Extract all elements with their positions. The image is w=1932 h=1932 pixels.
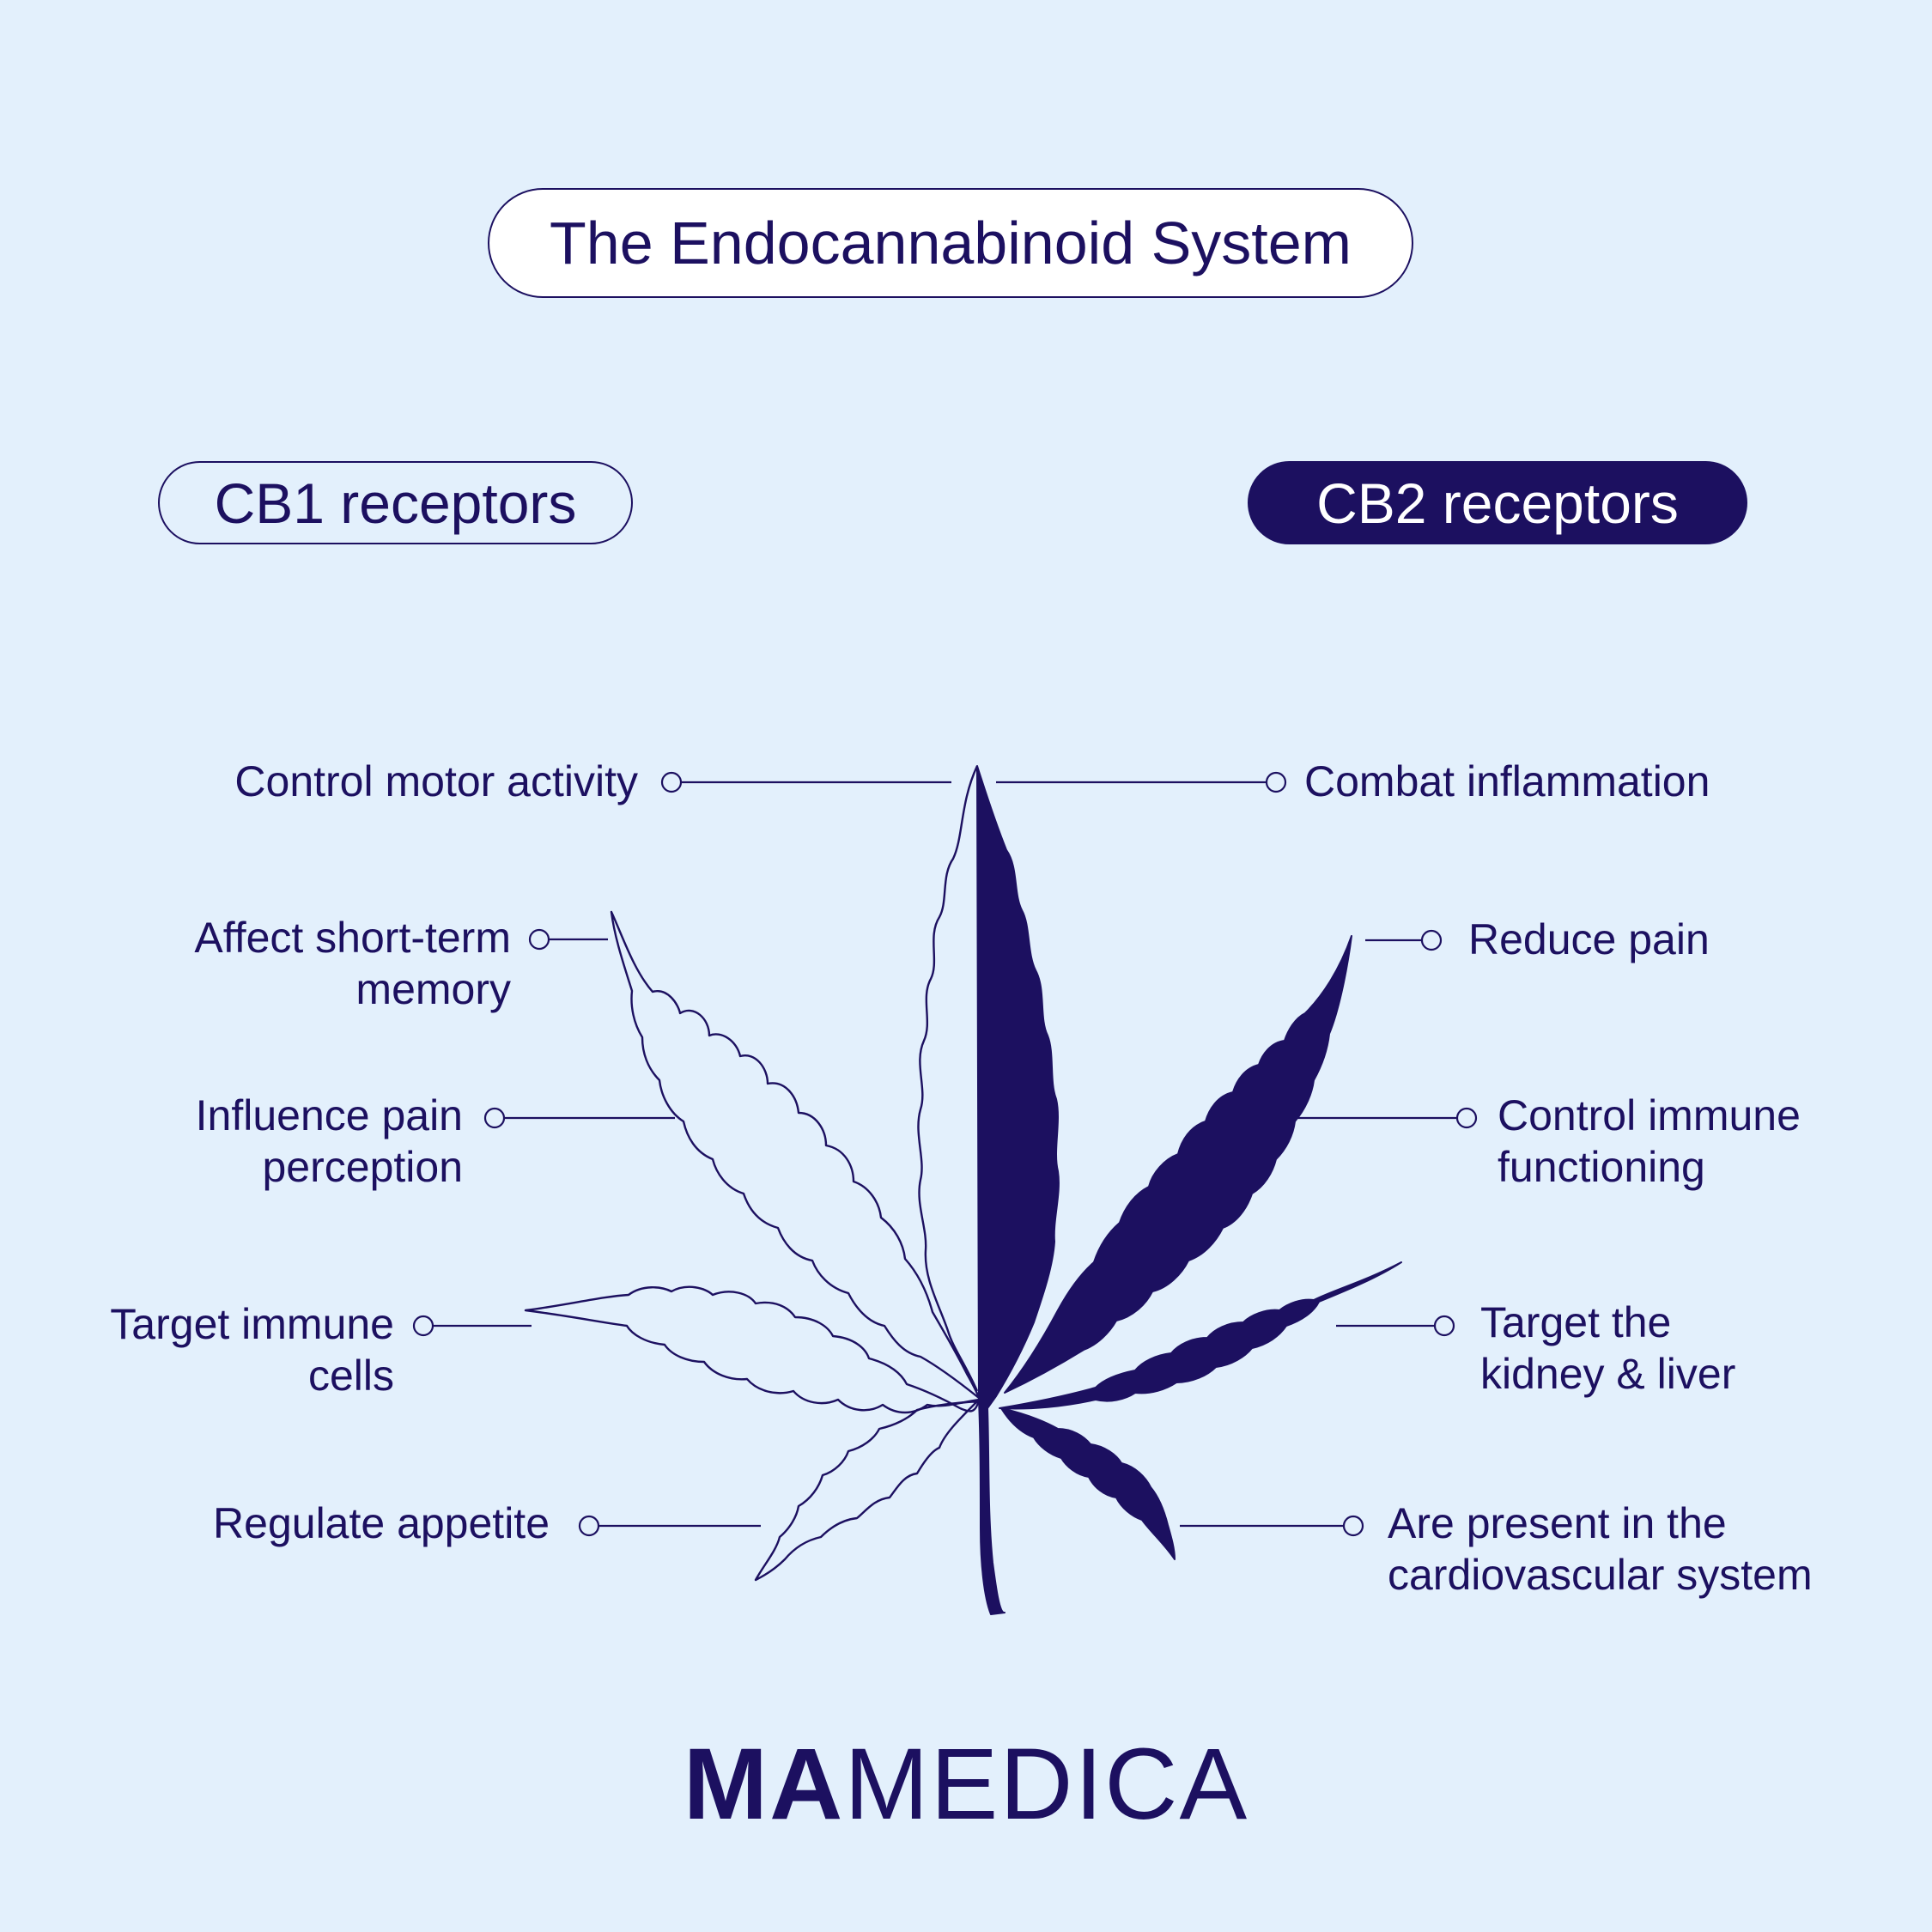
cb1-label: Control motor activity	[234, 756, 638, 807]
cb2-label: Target the kidney & liver	[1480, 1297, 1735, 1400]
circle-connector-icon	[1455, 1107, 1478, 1129]
brand-logo: MAMEDICA	[0, 1733, 1932, 1836]
cb1-label: Regulate appetite	[213, 1498, 550, 1549]
cb1-label: Influence pain perception	[196, 1090, 463, 1193]
cb2-label-line: Control immune	[1498, 1091, 1801, 1139]
cb1-label-line: Regulate appetite	[213, 1499, 550, 1547]
cb2-label-line: Target the	[1480, 1298, 1672, 1346]
cannabis-leaf-icon	[524, 765, 984, 1582]
cb1-label: Affect short-term memory	[194, 912, 511, 1015]
cb2-top-leaflet	[976, 765, 1060, 1615]
circle-connector-icon	[528, 928, 550, 951]
circle-connector-icon	[483, 1107, 506, 1129]
circle-connector-icon	[660, 771, 683, 793]
cb2-label-line: kidney & liver	[1480, 1350, 1736, 1398]
brand-logo-rest: MEDICA	[844, 1728, 1249, 1841]
cb2-label: Reduce pain	[1468, 914, 1710, 965]
cb2-heading: CB2 receptors	[1316, 471, 1679, 535]
circle-connector-icon	[1265, 771, 1287, 793]
cannabis-leaf-filled-icon	[976, 765, 1402, 1615]
cb1-label-line: cells	[307, 1352, 394, 1400]
cb1-label-line: Affect short-term	[194, 914, 511, 962]
cb1-label-line: Control motor activity	[234, 757, 638, 805]
cb2-connectors	[996, 771, 1478, 1537]
cb2-label-line: functioning	[1498, 1143, 1705, 1191]
cb2-label: Are present in the cardiovascular system	[1388, 1498, 1813, 1601]
circle-connector-icon	[412, 1315, 434, 1337]
cb1-lower-left-leaflet	[524, 1285, 981, 1414]
title-pill: The Endocannabinoid System	[488, 188, 1413, 298]
cb2-label: Control immune functioning	[1498, 1090, 1801, 1193]
cb1-label-line: Influence pain	[195, 1091, 463, 1139]
cb2-bottom-right-leaflet	[1000, 1407, 1176, 1560]
cb1-top-leaflet	[917, 765, 979, 1392]
circle-connector-icon	[578, 1515, 600, 1537]
cb1-label-line: Target immune	[110, 1300, 394, 1348]
cb2-label: Combat inflammation	[1304, 756, 1710, 807]
cb1-connectors	[412, 771, 951, 1537]
cb1-bottom-left-leaflet	[754, 1400, 979, 1582]
cb2-heading-pill: CB2 receptors	[1248, 461, 1747, 544]
cb1-heading-pill: CB1 receptors	[158, 461, 633, 544]
cb1-heading: CB1 receptors	[214, 471, 577, 535]
circle-connector-icon	[1342, 1515, 1364, 1537]
cb2-label-line: Combat inflammation	[1304, 757, 1710, 805]
page-title: The Endocannabinoid System	[550, 210, 1352, 276]
cb2-label-line: cardiovascular system	[1388, 1551, 1813, 1599]
cb2-label-line: Reduce pain	[1468, 915, 1710, 963]
brand-logo-bold: MA	[683, 1728, 845, 1841]
cb2-lower-right-leaflet	[999, 1261, 1402, 1410]
cb2-label-line: Are present in the	[1388, 1499, 1727, 1547]
circle-connector-icon	[1420, 929, 1443, 951]
cb1-upper-left-leaflet	[610, 910, 981, 1400]
cb2-upper-right-leaflet	[1004, 935, 1352, 1394]
cb1-label-line: perception	[262, 1143, 464, 1191]
circle-connector-icon	[1433, 1315, 1455, 1337]
cb1-label: Target immune cells	[110, 1298, 394, 1401]
cb1-label-line: memory	[355, 965, 511, 1013]
